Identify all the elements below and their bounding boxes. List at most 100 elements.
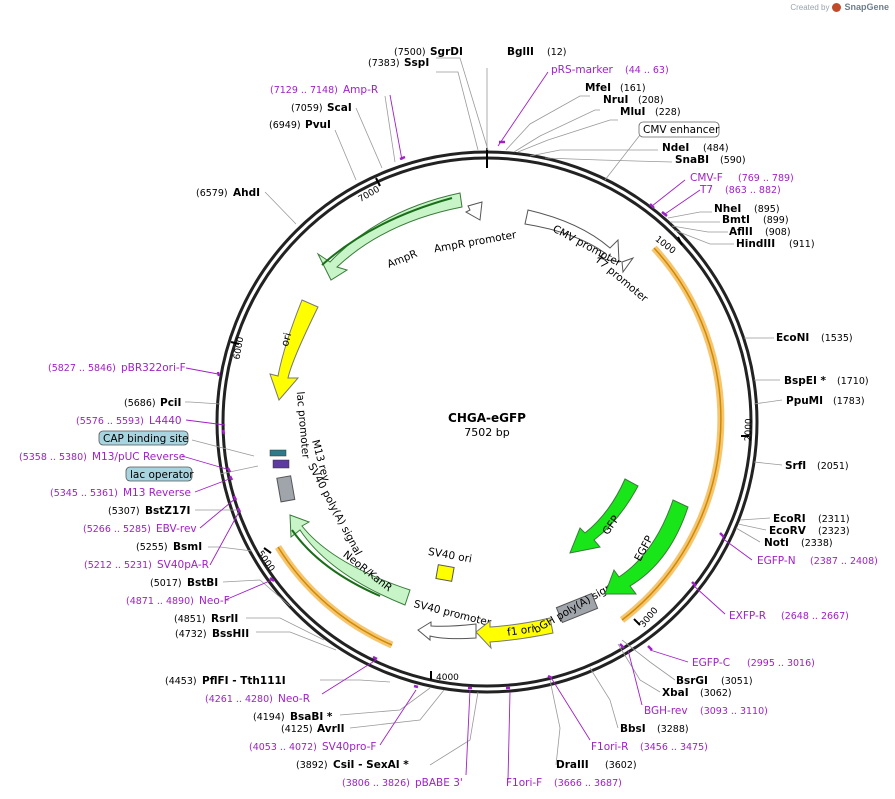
primer-sv40prof-name: SV40pro-F: [322, 741, 376, 753]
site-econi-name: EcoNI: [776, 332, 809, 344]
site-hindiii-name: HindIII: [736, 238, 775, 250]
primer-l4440-range: (5576 .. 5593): [76, 416, 144, 427]
primer-f1orir-name: F1ori-R: [591, 741, 628, 753]
primer-neor-name: Neo-R: [278, 693, 310, 705]
primer-cmvf-name: CMV-F: [690, 172, 723, 184]
lac-operator-box-label: lac operator: [130, 469, 194, 481]
credit-brand: SnapGene: [844, 2, 889, 12]
gfp-feature-arrow: [569, 478, 639, 554]
primer-neof-name: Neo-F: [199, 595, 230, 607]
neor-darkgreen-line: [291, 529, 381, 597]
primer-pbr322-range: (5827 .. 5846): [48, 363, 116, 374]
site-bstz17i-pos: (5307): [108, 506, 140, 517]
primer-f1orif-range: (3666 .. 3687): [554, 778, 622, 789]
primer-m13reverse-range: (5345 .. 5361): [50, 488, 118, 499]
ampr-promoter-label: AmpR promoter: [433, 229, 518, 255]
neor-feature-arrow: [289, 514, 411, 606]
lac-operator-mark: [272, 459, 290, 469]
primer-t7-range: (863 .. 882): [725, 185, 781, 196]
primer-egfpc-name: EGFP-C: [692, 657, 730, 669]
credit-prefix: Created by: [790, 2, 830, 12]
tick-label-4000: 4000: [436, 673, 459, 683]
sv40-promoter-label: SV40 promoter: [412, 598, 492, 629]
site-sspi-pos: (7383): [368, 58, 400, 69]
cmv-enhancer-label: CMV enhancer: [643, 124, 720, 136]
primer-egfpc-range: (2995 .. 3016): [747, 658, 815, 669]
cmv-enhancer-box: [638, 121, 720, 138]
lac-promoter-label: lac promoter: [294, 391, 312, 460]
plasmid-size: 7502 bp: [464, 426, 509, 439]
site-pflfi-name: PflFI - Tth111I: [202, 675, 286, 687]
tick-label-6000: 6000: [232, 336, 246, 361]
site-bsabi-pos: (4194): [253, 712, 285, 723]
primer-bghrev-name: BGH-rev: [644, 705, 688, 717]
primer-neof-range: (4871 .. 4890): [126, 596, 194, 607]
scale-ticks: [230, 177, 749, 680]
tick-label-7000: 7000: [357, 185, 382, 205]
site-bglii-name: BglII: [507, 46, 534, 58]
site-ndei-name: NdeI: [662, 142, 689, 154]
primer-exfpr-range: (2648 .. 2667): [781, 611, 849, 622]
site-sgrdi-pos: (7500): [394, 47, 426, 58]
tick-label-2000: 2000: [744, 418, 755, 442]
site-csii-pos: (3892): [296, 760, 328, 771]
cmv-promoter-arrow: [524, 209, 620, 263]
site-sspi-name: SspI: [404, 57, 429, 69]
site-nhei-name: NheI: [714, 203, 741, 215]
site-bmti-name: BmtI: [722, 214, 750, 226]
site-scai-pos: (7059): [291, 103, 323, 114]
primer-prs-name: pRS-marker: [551, 64, 614, 76]
bgh-polya-mark: [555, 592, 599, 624]
site-bsrgi-name: BsrGI: [676, 675, 708, 687]
site-bmti-pos: (899): [763, 215, 789, 226]
site-nhei-pos: (895): [754, 204, 780, 215]
site-bsshii-name: BssHII: [212, 628, 249, 640]
site-rsrii-name: RsrII: [211, 613, 238, 625]
primer-pbr322-name: pBR322ori-F: [121, 362, 186, 374]
site-srfi-name: SrfI: [785, 460, 806, 472]
site-mlui-pos: (228): [655, 107, 681, 118]
egfp-feature-arrow: [604, 499, 689, 595]
site-snabi-name: SnaBI: [675, 154, 709, 166]
primer-marks: [216, 140, 725, 690]
primer-neor-range: (4261 .. 4280): [205, 694, 273, 705]
primer-m13puc-range: (5358 .. 5380): [19, 452, 87, 463]
primer-cmvf-range: (769 .. 789): [738, 173, 794, 184]
site-xbai-name: XbaI: [662, 687, 689, 699]
primer-ampr-range: (7129 .. 7148): [270, 85, 338, 96]
primer-egfpn-range: (2387 .. 2408): [810, 556, 878, 567]
t7-promoter-arrow: [621, 256, 635, 274]
snapgene-logo-icon: [832, 2, 842, 12]
sv40-promoter-arrow: [417, 621, 477, 642]
site-bsrgi-pos: (3051): [721, 676, 753, 687]
site-ecori-pos: (2311): [818, 514, 850, 525]
tick-label-5000: 5000: [255, 549, 276, 574]
cap-binding-site-box: [98, 430, 189, 446]
site-hindiii-pos: (911): [789, 239, 815, 250]
site-snabi-pos: (590): [720, 155, 746, 166]
site-pcii-name: PciI: [160, 397, 181, 409]
primer-sv40par-range: (5212 .. 5231): [84, 560, 152, 571]
site-bbsi-pos: (3288): [657, 724, 689, 735]
site-pvui-name: PvuI: [305, 119, 331, 131]
site-aflii-pos: (908): [765, 227, 791, 238]
site-avrii-name: AvrII: [317, 723, 345, 735]
site-draiii-pos: (3602): [605, 760, 637, 771]
site-scai-name: ScaI: [327, 102, 352, 114]
primer-sv40par-name: SV40pA-R: [157, 559, 209, 571]
site-xbai-pos: (3062): [700, 688, 732, 699]
primer-sv40prof-range: (4053 .. 4072): [249, 742, 317, 753]
primer-exfpr-name: EXFP-R: [729, 610, 766, 622]
plasmid-name: CHGA-eGFP: [448, 411, 526, 425]
ampr-promoter-arrow: [464, 201, 483, 221]
primer-prs-range: (44 .. 63): [625, 65, 669, 76]
site-avrii-pos: (4125): [281, 724, 313, 735]
site-sgrdi-name: SgrDI: [430, 46, 463, 58]
site-pcii-pos: (5686): [124, 398, 156, 409]
ori-feature-arrow: [269, 299, 319, 401]
site-mfei-name: MfeI: [585, 82, 611, 94]
site-pvui-pos: (6949): [269, 120, 301, 131]
sv40-ori-label: SV40 ori: [427, 546, 473, 565]
gray-feature-left: [276, 475, 296, 503]
